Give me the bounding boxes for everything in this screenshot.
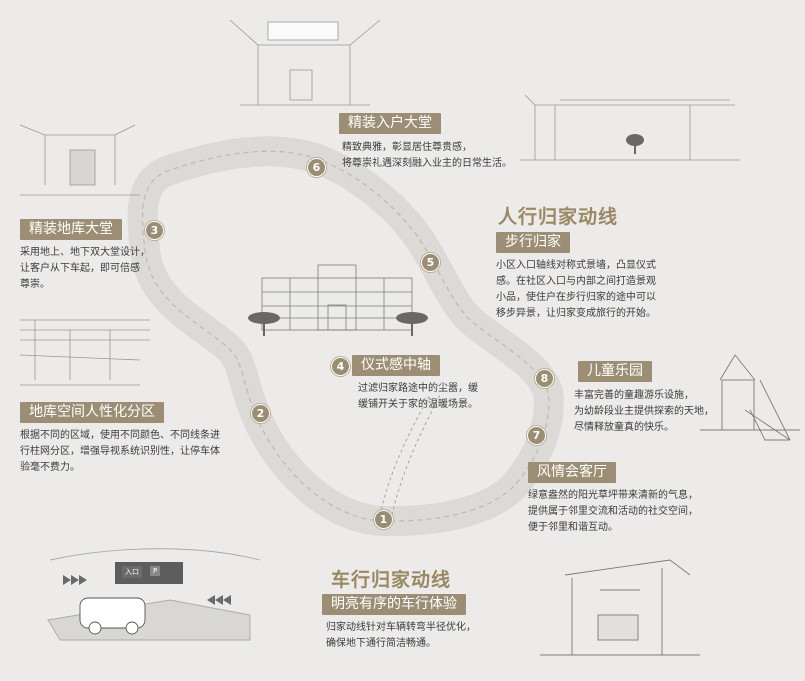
garage-zone-title: 地库空间人性化分区 — [20, 402, 164, 423]
route-marker-1: 1 — [374, 510, 393, 529]
lounge-pavilion-sketch — [540, 559, 700, 656]
pergola-sketch — [520, 94, 740, 161]
route-dashed-line — [141, 150, 550, 522]
axis-desc: 过滤归家路途中的尘嚣，缓 缓铺开关于家的温暖场景。 — [358, 383, 478, 410]
garage-entry-sign: 入口 — [122, 566, 142, 578]
parking-sign: P — [150, 566, 161, 576]
route-marker-4: 4 — [331, 357, 350, 376]
tree-icons — [248, 134, 644, 336]
garage-entry-sketch — [47, 548, 261, 641]
walk-title: 步行归家 — [496, 232, 570, 253]
route-marker-8: 8 — [535, 369, 554, 388]
kids-desc: 丰富完善的童趣游乐设施， 为幼龄段业主提供探索的天地， 尽情释放童真的快乐。 — [574, 390, 714, 433]
route-marker-6: 6 — [307, 158, 326, 177]
kids-title: 儿童乐园 — [578, 361, 652, 382]
drive-desc: 归家动线针对车辆转弯半径优化， 确保地下通行简洁畅通。 — [326, 622, 476, 649]
route-marker-5: 5 — [421, 253, 440, 272]
axis-title: 仪式感中轴 — [352, 355, 440, 376]
garage-hall-sketch — [19, 124, 140, 196]
lobby-desc: 精致典雅，彰显居住尊贵感， 将尊崇礼遇深刻融入业主的日常生活。 — [342, 142, 512, 169]
lounge-title: 风情会客厅 — [528, 462, 616, 483]
garage-zone-sketch — [19, 319, 150, 386]
lobby-title: 精装入户大堂 — [339, 113, 441, 134]
garage-hall-desc: 采用地上、地下双大堂设计， 让客户从下车起，即可倍感 尊崇。 — [20, 247, 150, 290]
walk-desc: 小区入口轴线对称式景墙，凸显仪式 感。在社区入口与内部之间打造景观 小品，使住户… — [496, 260, 656, 319]
central-building-sketch — [261, 264, 413, 331]
walk-heading: 人行归家动线 — [498, 206, 619, 228]
garage-hall-title: 精装地库大堂 — [20, 219, 122, 240]
drive-title: 明亮有序的车行体验 — [322, 594, 466, 615]
route-marker-7: 7 — [527, 426, 546, 445]
route-marker-2: 2 — [251, 404, 270, 423]
lobby-sketch — [229, 19, 381, 106]
route-marker-3: 3 — [145, 221, 164, 240]
playground-sketch — [700, 354, 800, 441]
lounge-desc: 绿意盎然的阳光草坪带来清新的气息， 提供属于邻里交流和活动的社交空间， 便于邻里… — [528, 490, 698, 533]
drive-heading: 车行归家动线 — [331, 569, 452, 591]
garage-zone-desc: 根据不同的区域，使用不同颜色、不同线条进 行柱网分区，增强导视系统识别性，让停车… — [20, 430, 220, 473]
